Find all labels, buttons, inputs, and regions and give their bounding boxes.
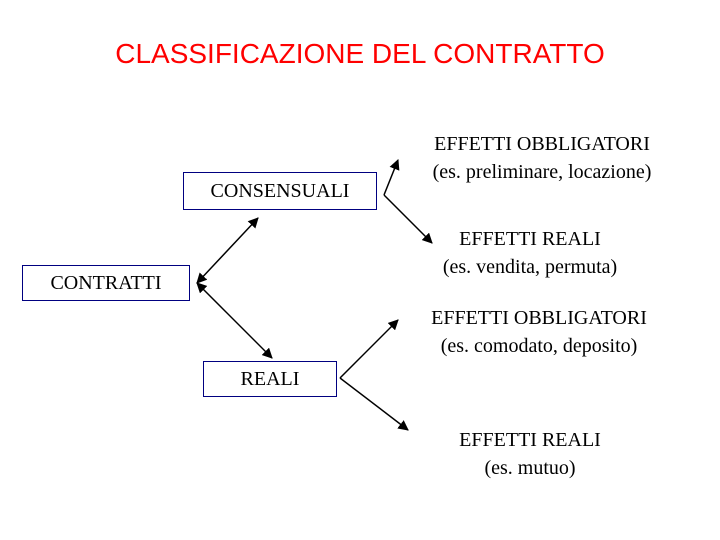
node-consensuali-reali: EFFETTI REALI (es. vendita, permuta) <box>380 225 680 281</box>
arrow-consensuali-reali <box>383 194 433 244</box>
arrow-contratti-reali <box>196 282 273 359</box>
node-line1: EFFETTI REALI <box>459 429 601 451</box>
arrow-reali-obbligatori <box>339 319 399 379</box>
node-line1: EFFETTI OBBLIGATORI <box>434 133 650 155</box>
node-consensuali: CONSENSUALI <box>183 172 377 210</box>
arrow-consensuali-obbligatori <box>383 159 400 196</box>
arrow-contratti-consensuali <box>196 217 259 284</box>
node-line1: EFFETTI REALI <box>459 228 601 250</box>
node-line2: (es. mutuo) <box>484 457 576 479</box>
node-line2: (es. vendita, permuta) <box>442 256 618 278</box>
node-line2: (es. preliminare, locazione) <box>432 161 652 183</box>
page-title: CLASSIFICAZIONE DEL CONTRATTO <box>115 38 605 69</box>
node-consensuali-obbligatori: EFFETTI OBBLIGATORI (es. preliminare, lo… <box>392 130 692 186</box>
node-contratti: CONTRATTI <box>22 265 190 301</box>
arrow-reali-mutuo <box>339 377 409 431</box>
node-reali-obbligatori: EFFETTI OBBLIGATORI (es. comodato, depos… <box>389 304 689 360</box>
node-reali-mutuo: EFFETTI REALI (es. mutuo) <box>380 426 680 482</box>
node-reali: REALI <box>203 361 337 397</box>
node-line2: (es. comodato, deposito) <box>440 335 638 357</box>
node-line1: EFFETTI OBBLIGATORI <box>431 307 647 329</box>
